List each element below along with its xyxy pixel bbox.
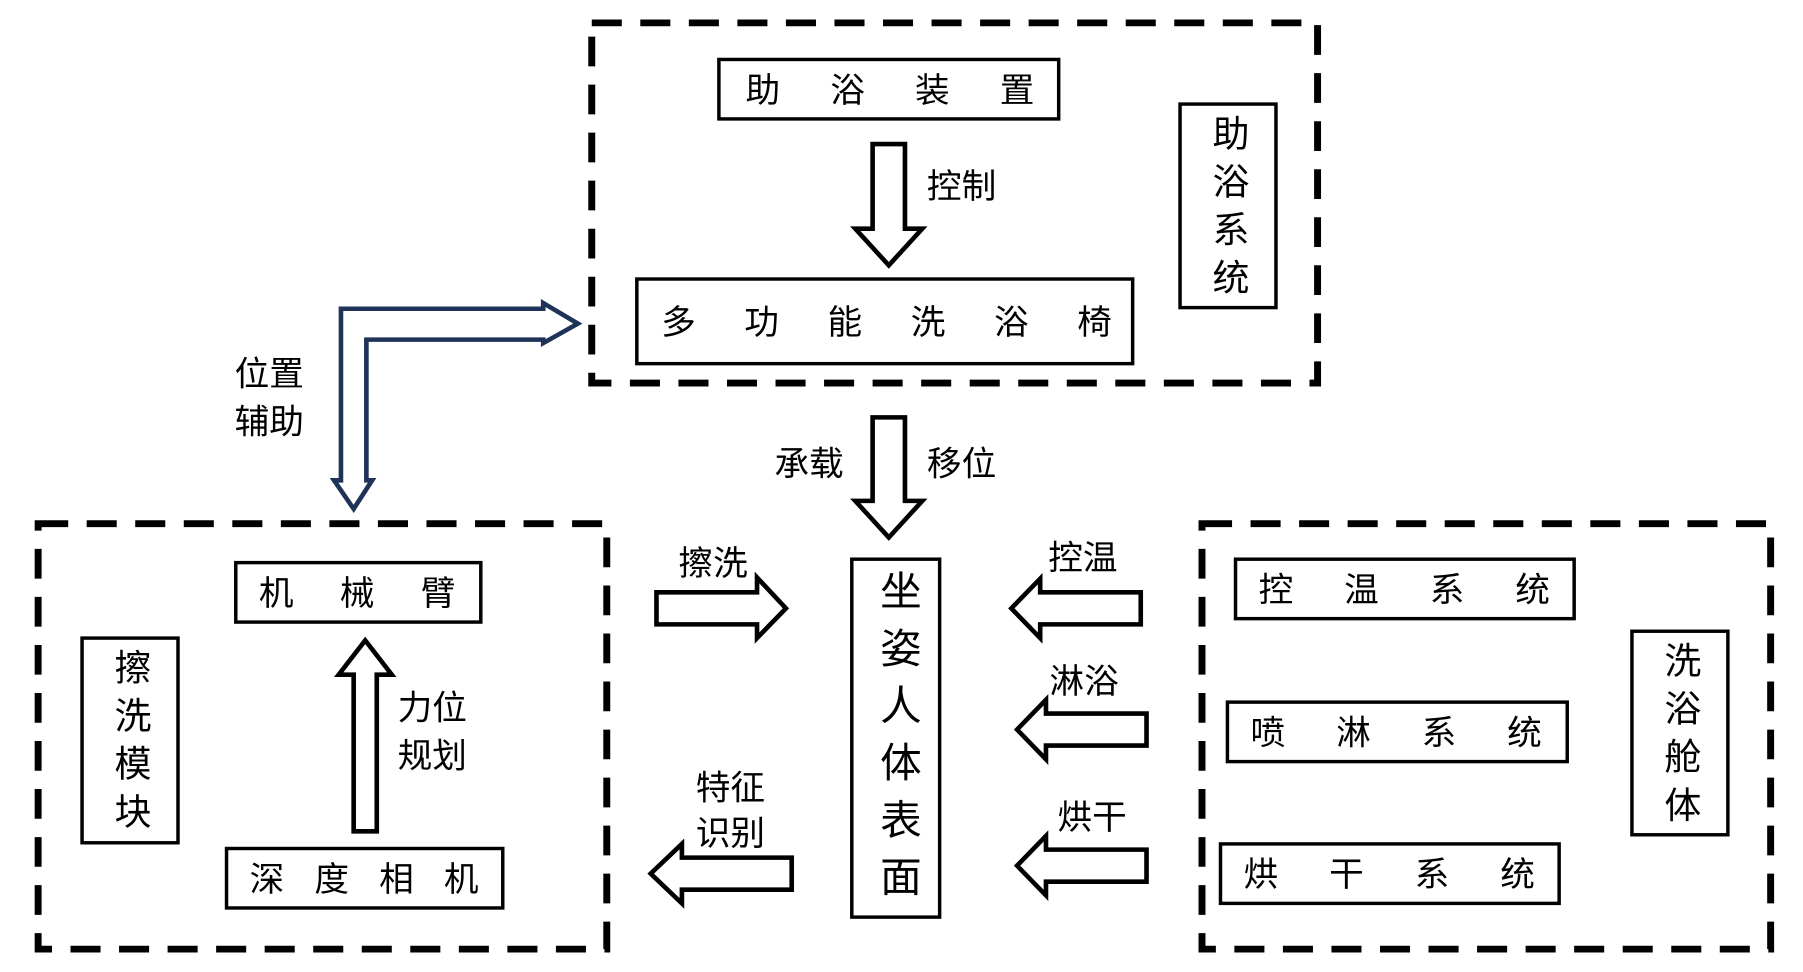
dry-label: 烘干: [1058, 798, 1127, 838]
feature-arrow: [647, 838, 795, 909]
carry-transfer-arrow: [850, 415, 928, 541]
bath-assist-system-title-box: [1178, 102, 1278, 310]
feature-label-2: 识别: [696, 814, 765, 854]
temp-arrow: [1008, 572, 1144, 644]
carry-label: 承载: [774, 445, 843, 485]
scrub-module-title-box: [80, 636, 180, 845]
shower-arrow: [1013, 694, 1149, 765]
planning-arrow: [333, 636, 397, 834]
planning-label-1: 力位: [398, 688, 467, 728]
position-assist-arrow: [329, 298, 583, 514]
bath-device-box: [717, 57, 1061, 121]
control-label: 控制: [927, 167, 996, 207]
temp-system-box: [1233, 557, 1576, 621]
scrub-arrow: [654, 571, 790, 644]
shower-system-box: [1225, 700, 1569, 764]
temp-label: 控温: [1048, 539, 1117, 579]
planning-label-2: 规划: [398, 736, 467, 776]
scrub-module-title: 擦洗模块: [108, 648, 151, 840]
feature-label-1: 特征: [696, 768, 765, 808]
cabin-title: 洗浴舱体: [1658, 642, 1701, 834]
cabin-group: [1198, 520, 1775, 953]
body-surface-box: [850, 557, 942, 919]
shower-label: 淋浴: [1049, 662, 1118, 702]
scrub-module-group: [34, 520, 611, 953]
robot-arm-label: 机械臂: [259, 574, 455, 614]
robot-arm-box: [234, 560, 483, 624]
dry-arrow: [1013, 830, 1149, 902]
position-assist-label-2: 辅助: [235, 403, 304, 443]
transfer-label: 移位: [927, 445, 996, 485]
body-surface-label: 坐姿人体表面: [873, 569, 921, 912]
scrub-label: 擦洗: [678, 544, 747, 584]
bath-assist-system-group: [588, 19, 1322, 387]
cabin-title-box: [1630, 629, 1730, 837]
depth-camera-box: [224, 846, 505, 910]
bath-assist-system-title: 助浴系统: [1206, 114, 1249, 306]
dry-system-box: [1218, 842, 1561, 906]
chair-box: [635, 277, 1135, 366]
control-arrow: [850, 141, 928, 269]
position-assist-label-1: 位置: [235, 355, 304, 395]
